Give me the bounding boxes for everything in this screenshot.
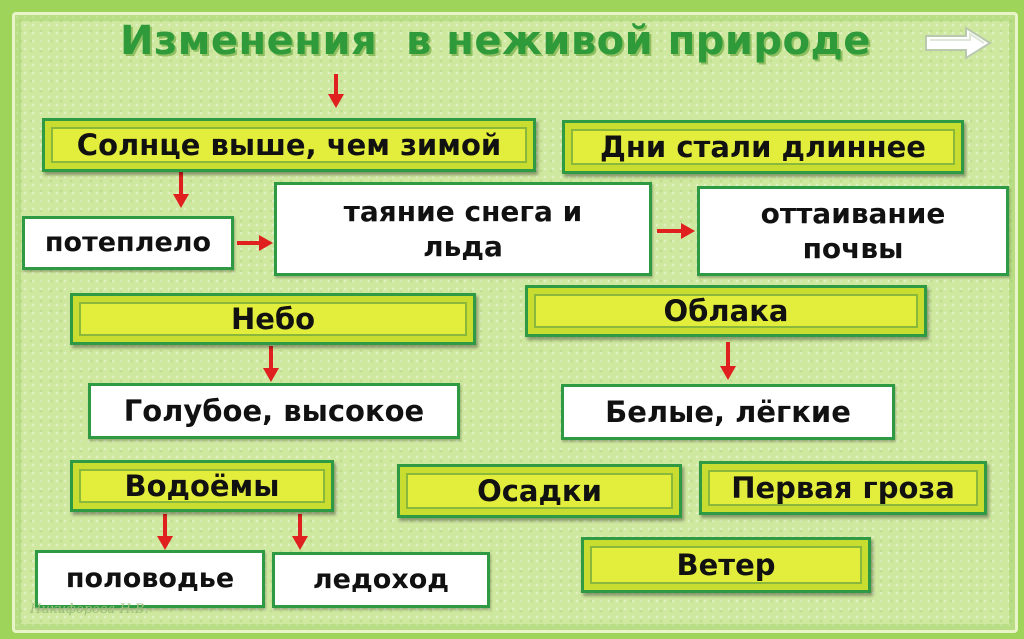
author-signature: Никифорова Н.В. [30,602,149,617]
box-precipitation: Осадки [397,464,682,518]
box-first-thunderstorm: Первая гроза [699,461,987,515]
box-sky: Небо [70,293,476,345]
arrow-water-icedrift [292,514,308,550]
arrow-water-flood [157,514,173,550]
arrow-melting-right [657,223,695,239]
next-arrow-icon[interactable] [922,26,994,60]
box-clouds-desc: Белые, лёгкие [561,384,895,440]
arrow-title-down [328,74,344,108]
box-wind: Ветер [581,537,871,593]
arrow-sky-down [263,346,279,382]
box-warmer: потеплело [22,216,234,270]
box-sky-desc: Голубое, высокое [88,383,460,439]
box-ice-drift: ледоход [272,552,490,608]
page-title: Изменения в неживой природе [120,18,871,64]
arrow-clouds-down [720,342,736,380]
box-snow-melting: таяние снега и льда [274,182,652,276]
box-sun-higher: Солнце выше, чем зимой [42,118,536,172]
box-clouds: Облака [525,285,927,337]
arrow-sun-down [173,172,189,208]
arrow-warmer-right [237,235,273,251]
box-water-bodies: Водоёмы [70,460,334,512]
box-soil-thawing: оттаивание почвы [697,186,1009,276]
box-flood: половодье [35,550,265,608]
box-days-longer: Дни стали длиннее [562,120,964,174]
